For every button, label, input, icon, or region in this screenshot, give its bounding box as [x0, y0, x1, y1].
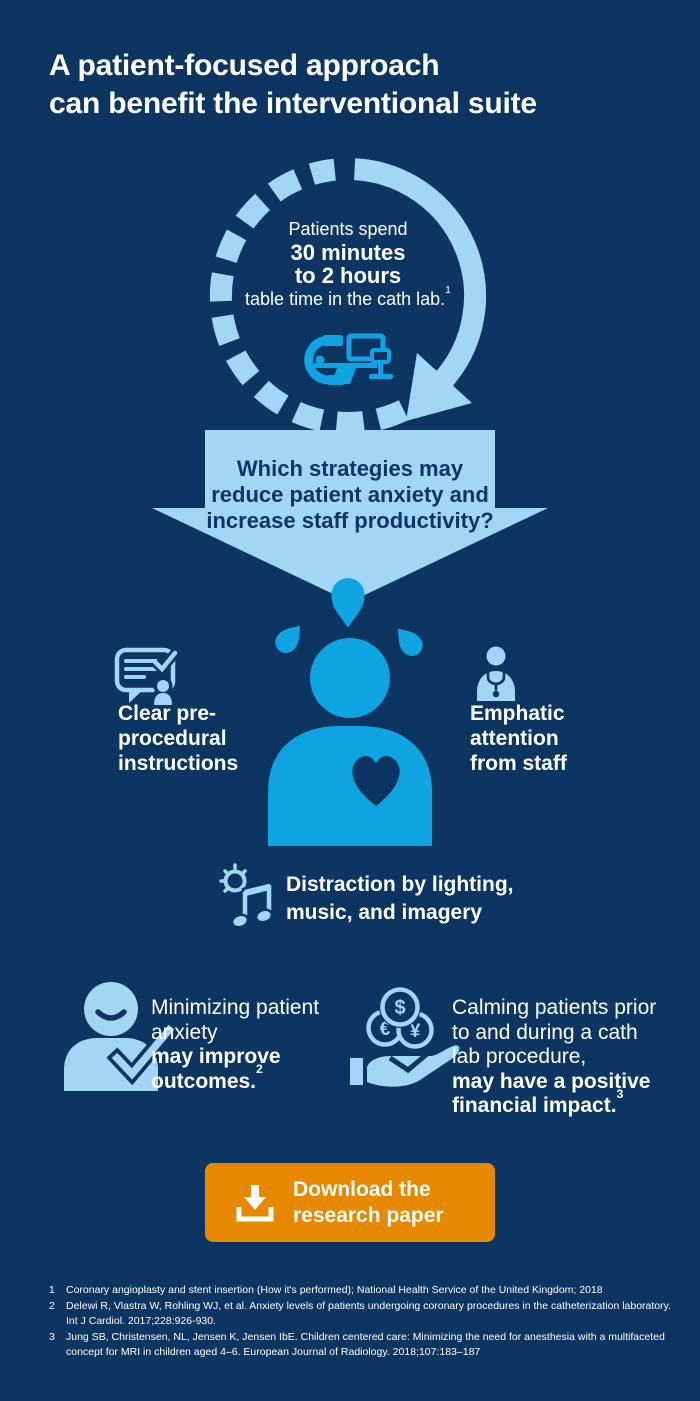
dashed-ring [209, 158, 409, 434]
stat-outro: table time in the cath lab.1 [245, 284, 451, 309]
footnote-2-number: 2 [49, 1299, 55, 1312]
coins-hand-icon: € ¥ $ [350, 986, 460, 1087]
stat-line1: 30 minutes [290, 240, 406, 265]
patient-figure-icon [268, 638, 432, 846]
question-text: Which strategies may reduce patient anxi… [206, 456, 494, 533]
footnote-1-number: 1 [49, 1284, 55, 1296]
strategy-label-distraction: Distraction by lighting, music, and imag… [286, 873, 514, 924]
heart-icon [352, 756, 400, 806]
strategy-label-instructions: Clear pre-procedural instructions [118, 702, 239, 775]
footnote-3-text: Jung SB, Christensen, NL, Jensen K, Jens… [66, 1330, 665, 1359]
cath-lab-icon [304, 333, 393, 385]
page-title: A patient-focused approach can benefit t… [49, 47, 649, 123]
chat-checklist-icon [114, 647, 179, 705]
ring-solid-arc [353, 158, 487, 389]
footnote-1-text: Coronary angioplasty and stent insertion… [66, 1284, 603, 1296]
footnote-ref-2: 2 [256, 1062, 263, 1077]
ring-arrowhead [406, 353, 472, 421]
coin-yen-symbol: ¥ [410, 1021, 421, 1042]
strategy-label-attention: Emphatic attention from staff [470, 702, 567, 775]
cath-lab-stat: Patients spend 30 minutes to 2 hours tab… [198, 217, 498, 312]
patient-check-icon [64, 982, 175, 1091]
benefit-financial-regular: Calming patients prior to and during a c… [452, 996, 657, 1068]
footnote-2: 2 Delewi R, Vlastra W, Rohling WJ, et al… [49, 1299, 673, 1330]
down-arrow-shape [152, 430, 548, 602]
hero-graphic [152, 158, 548, 846]
page-title-line1: A patient-focused approach [49, 49, 440, 82]
music-lighting-icon [219, 863, 273, 929]
benefit-outcomes: Minimizing patient anxiety may improve o… [151, 996, 323, 1094]
footnote-1: 1 Coronary angioplasty and stent inserti… [49, 1283, 673, 1299]
stat-intro: Patients spend [288, 219, 408, 239]
footnote-2-text: Delewi R, Vlastra W, Rohling WJ, et al. … [66, 1299, 672, 1328]
stat-line2: to 2 hours [294, 263, 402, 288]
footnote-ref-1: 1 [445, 284, 451, 296]
doctor-icon [477, 646, 515, 701]
page-title-line2: can benefit the interventional suite [49, 87, 537, 120]
download-icon [236, 1184, 274, 1221]
benefit-financial-bold: may have a positive financial impact.3 [452, 1069, 651, 1118]
footnote-3: 3 Jung SB, Christensen, NL, Jensen K, Je… [49, 1330, 673, 1361]
benefit-outcomes-bold: may improve outcomes.2 [151, 1045, 281, 1093]
coin-euro-symbol: € [380, 1019, 391, 1040]
benefit-financial: Calming patients prior to and during a c… [452, 996, 670, 1119]
footnotes: 1 Coronary angioplasty and stent inserti… [49, 1283, 673, 1361]
benefit-outcomes-regular: Minimizing patient anxiety [151, 996, 320, 1044]
download-research-paper-button[interactable]: Download the research paper [205, 1163, 495, 1242]
footnote-ref-3: 3 [616, 1086, 624, 1101]
sweat-drops [275, 578, 423, 656]
coin-dollar-symbol: $ [394, 997, 405, 1019]
download-button-label: Download the research paper [293, 1177, 444, 1227]
footnote-3-number: 3 [49, 1330, 55, 1343]
